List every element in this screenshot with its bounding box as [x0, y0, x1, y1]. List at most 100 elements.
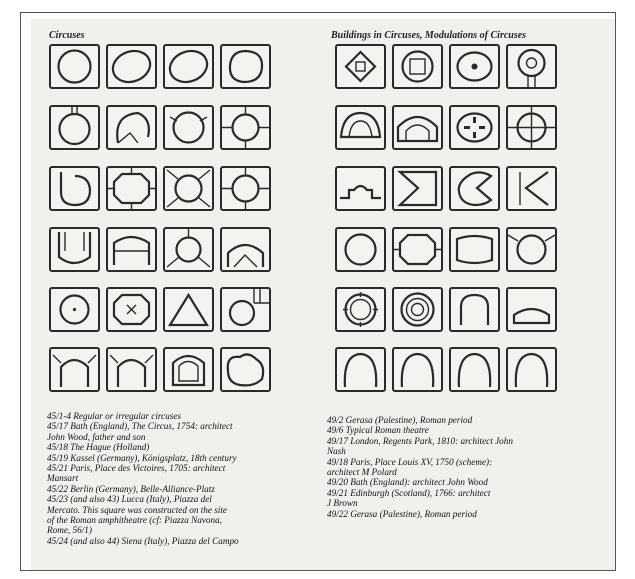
circus-plan-tile: [106, 166, 157, 211]
scanned-page: Circuses Buildings in Circuses, Modulati…: [31, 19, 615, 570]
caption-line: 45/17 Bath (England), The Circus, 1754: …: [47, 421, 319, 431]
building-plan-tile: [392, 227, 443, 272]
caption-line: Mercato. This square was constructed on …: [47, 505, 319, 515]
circus-plan-tile: [106, 105, 157, 150]
building-plan-tile: [506, 227, 557, 272]
caption-line: 45/22 Berlin (Germany), Belle-Alliance-P…: [47, 484, 319, 494]
building-plan-tile: [335, 287, 386, 332]
caption-line: 49/22 Gerasa (Palestine), Roman period: [327, 509, 579, 519]
building-plan-tile: [449, 347, 500, 392]
building-plan-tile: [335, 347, 386, 392]
circus-plan-tile: [49, 166, 100, 211]
chevron-right-plan-drawing: [508, 168, 555, 209]
building-plan-tile: [392, 287, 443, 332]
radial-plan-drawing: [222, 107, 269, 148]
building-plan-tile: [335, 166, 386, 211]
octagon-cross-plan-drawing: [108, 168, 155, 209]
circle-cross-plan-drawing: [451, 107, 498, 148]
building-plan-tile: [449, 287, 500, 332]
circus-plan-tile: [106, 227, 157, 272]
buildings-heading: Buildings in Circuses, Modulations of Ci…: [331, 30, 526, 41]
half-dome-plan-drawing: [337, 107, 384, 148]
building-plan-tile: [392, 347, 443, 392]
pacman-left-plan-drawing: [451, 168, 498, 209]
circus-plan-tile: [220, 105, 271, 150]
caption-line: Rome, 56/1): [47, 525, 319, 535]
ring-notch-plan-drawing: [165, 107, 212, 148]
circus-plan-tile: [163, 166, 214, 211]
caption-line: 49/6 Typical Roman theatre: [327, 425, 579, 435]
caption-line: 45/1-4 Regular or irregular circuses: [47, 411, 319, 421]
dome-low-plan-drawing: [508, 289, 555, 330]
curved-top-plan-drawing: [108, 229, 155, 270]
circus-plan-tile: [163, 44, 214, 89]
caption-line: Mansart: [47, 473, 319, 483]
circle-plan-drawing: [51, 46, 98, 87]
cross-walls-plan-drawing: [222, 289, 269, 330]
dome-tall-plan-drawing: [508, 349, 555, 390]
diamond-plan-drawing: [337, 46, 384, 87]
square-lobed-plan-drawing: [451, 229, 498, 270]
ring-gear-plan-drawing: [337, 289, 384, 330]
circus-plan-tile: [106, 287, 157, 332]
caption-line: 45/19 Kassel (Germany), Königsplatz, 18t…: [47, 453, 319, 463]
dome-tall-plan-drawing: [337, 349, 384, 390]
ring-cut-plan-drawing: [508, 229, 555, 270]
ring-plain-plan-drawing: [337, 229, 384, 270]
dot-center-plan-drawing: [51, 289, 98, 330]
square-notch-plan-drawing: [394, 46, 441, 87]
circus-plan-tile: [49, 44, 100, 89]
keyhole-plan-drawing: [508, 46, 555, 87]
chevron-plan-drawing: [394, 168, 441, 209]
octagon-plain-plan-drawing: [394, 229, 441, 270]
caption-line: 45/18 The Hague (Holland): [47, 442, 319, 452]
circus-plan-tile: [220, 44, 271, 89]
caption-line: 49/20 Bath (England): architect John Woo…: [327, 477, 579, 487]
radial-plan-drawing: [222, 168, 269, 209]
double-ring-plan-drawing: [508, 107, 555, 148]
radial-y-plan-drawing: [165, 229, 212, 270]
concentric-plan-drawing: [165, 349, 212, 390]
dome-cut-plan-drawing: [222, 229, 269, 270]
building-plan-tile: [449, 105, 500, 150]
building-plan-tile: [392, 166, 443, 211]
building-plan-tile: [506, 166, 557, 211]
building-plan-tile: [506, 105, 557, 150]
caption-line: 49/18 Paris, Place Louis XV, 1750 (schem…: [327, 457, 579, 467]
circuses-heading: Circuses: [49, 30, 85, 41]
square-curved-plan-drawing: [51, 229, 98, 270]
arch-plan-drawing: [108, 349, 155, 390]
caption-line: 49/17 London, Regents Park, 1810: archit…: [327, 436, 579, 446]
building-plan-tile: [449, 44, 500, 89]
caption-line: 45/21 Paris, Place des Victoires, 1705: …: [47, 463, 319, 473]
caption-line: 45/24 (and also 44) Siena (Italy), Piazz…: [47, 536, 319, 546]
caption-line: 49/21 Edinburgh (Scotland), 1766: archit…: [327, 488, 579, 498]
caption-line: 49/2 Gerasa (Palestine), Roman period: [327, 415, 579, 425]
dome-tall-plan-drawing: [451, 349, 498, 390]
building-plan-tile: [335, 227, 386, 272]
circus-plan-tile: [49, 287, 100, 332]
document-frame: Circuses Buildings in Circuses, Modulati…: [20, 12, 616, 571]
building-plan-tile: [506, 44, 557, 89]
dome-tall-plan-drawing: [394, 349, 441, 390]
circus-plan-tile: [106, 44, 157, 89]
ellipse-plan-drawing: [165, 46, 212, 87]
circus-plan-tile: [163, 105, 214, 150]
building-plan-tile: [449, 166, 500, 211]
caption-line: John Wood, father and son: [47, 432, 319, 442]
circus-plan-tile: [163, 347, 214, 392]
ring-gear-double-plan-drawing: [394, 289, 441, 330]
circus-plan-tile: [220, 166, 271, 211]
ring-dot-plan-drawing: [451, 46, 498, 87]
building-plan-tile: [392, 105, 443, 150]
circus-plan-tile: [49, 227, 100, 272]
caption-line: J Brown: [327, 498, 579, 508]
circus-plan-tile: [220, 347, 271, 392]
triangle-plan-drawing: [165, 289, 212, 330]
building-plan-tile: [335, 105, 386, 150]
building-plan-tile: [449, 227, 500, 272]
keyhole-round-plan-drawing: [451, 289, 498, 330]
blob-plan-drawing: [222, 46, 269, 87]
